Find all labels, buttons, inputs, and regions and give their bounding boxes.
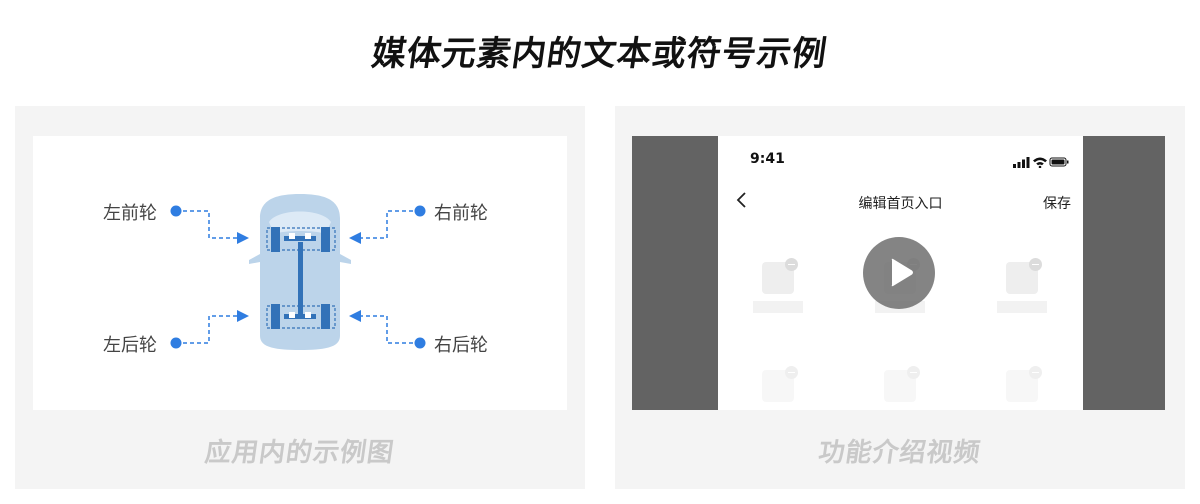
play-button[interactable]: [863, 237, 935, 309]
car-icon: [249, 194, 351, 350]
battery-icon: [1049, 157, 1069, 167]
connector-rear-left: [170, 310, 249, 349]
label-rear-left: 左后轮: [103, 335, 157, 356]
phone-screen: 9:41: [718, 136, 1083, 410]
connector-front-left: [170, 205, 249, 244]
label-front-right: 右前轮: [434, 203, 488, 224]
play-icon: [891, 258, 913, 287]
page-title: 媒体元素内的文本或符号示例: [369, 34, 830, 74]
remove-minus-icon: [1029, 366, 1042, 379]
caption-illustration: 应用内的示例图: [203, 438, 397, 468]
example-panel-video: 9:41: [615, 106, 1185, 489]
car-wheel-diagram: 左前轮 右前轮 左后轮 右后轮: [33, 136, 567, 410]
label-front-left: 左前轮: [103, 203, 157, 224]
video-player[interactable]: 9:41: [632, 136, 1165, 410]
label-rear-right: 右后轮: [434, 335, 488, 356]
entry-placeholder-label: [753, 301, 803, 313]
nav-title: 编辑首页入口: [858, 196, 943, 212]
status-time: 9:41: [750, 151, 785, 167]
remove-minus-icon: [785, 366, 798, 379]
connector-front-right: [349, 205, 426, 244]
entry-placeholder-label: [997, 301, 1047, 313]
example-panel-illustration: 左前轮 右前轮 左后轮 右后轮 应用内的示例图: [15, 106, 585, 489]
status-icons: [1013, 153, 1069, 172]
wifi-icon: [1033, 157, 1047, 169]
remove-minus-icon: [1029, 258, 1042, 271]
caption-video: 功能介绍视频: [816, 438, 983, 468]
back-chevron-icon[interactable]: [736, 191, 748, 213]
remove-minus-icon: [785, 258, 798, 271]
save-button[interactable]: 保存: [1043, 196, 1071, 212]
remove-minus-icon: [907, 366, 920, 379]
signal-icon: [1013, 157, 1030, 168]
connector-rear-right: [349, 310, 426, 349]
car-diagram-graphic: [170, 194, 426, 350]
